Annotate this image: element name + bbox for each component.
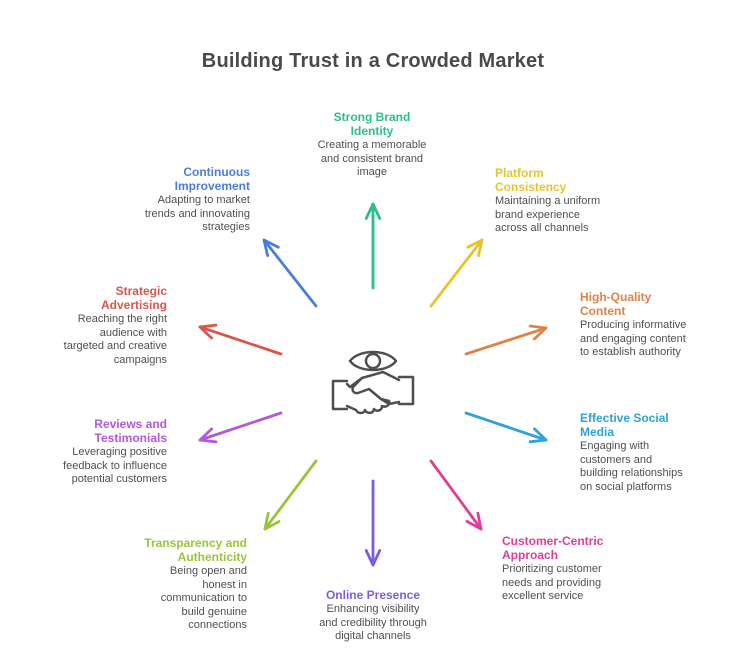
item-heading: High-Quality Content [580, 290, 652, 318]
item-heading: Effective Social Media [580, 411, 669, 439]
arrowhead [198, 427, 218, 444]
item-description: Reaching the right audience with targete… [63, 313, 167, 366]
item-description: Leveraging positive feedback to influenc… [63, 446, 167, 485]
page-title: Building Trust in a Crowded Market [201, 50, 545, 72]
arrowhead [262, 238, 280, 257]
arrow-strategic-advertising [198, 325, 283, 356]
item-strategic-advertising: Strategic Advertising Reaching the right… [17, 284, 167, 367]
arrowhead [465, 511, 483, 531]
item-customer-centric-approach: Customer-Centric Approach Prioritizing c… [502, 534, 652, 604]
arrow-customer-centric-approach [429, 459, 483, 531]
arrowhead [528, 427, 548, 444]
item-description: Maintaining a uniform brand experience a… [495, 195, 601, 234]
item-high-quality-content: High-Quality Content Producing informati… [580, 290, 720, 360]
item-reviews-and-testimonials: Reviews and Testimonials Leveraging posi… [17, 417, 167, 487]
item-description: Being open and honest in communication t… [160, 565, 247, 631]
item-heading: Strategic Advertising [100, 284, 167, 312]
arrowhead [198, 323, 218, 340]
item-description: Prioritizing customer needs and providin… [502, 563, 602, 602]
item-heading: Strong Brand Identity [333, 110, 411, 138]
item-heading: Transparency and Authenticity [144, 536, 247, 564]
item-effective-social-media: Effective Social Media Engaging with cus… [580, 411, 730, 494]
arrowhead [466, 238, 484, 257]
item-description: Producing informative and engaging conte… [580, 319, 687, 358]
arrowhead [364, 549, 382, 567]
arrowhead [364, 202, 382, 220]
handshake-icon [331, 370, 415, 415]
item-description: Creating a memorable and consistent bran… [317, 139, 427, 178]
arrowhead [528, 324, 548, 341]
arrow-transparency-and-authenticity [263, 459, 318, 531]
item-continuous-improvement: Continuous Improvement Adapting to marke… [100, 165, 250, 235]
item-heading: Reviews and Testimonials [94, 417, 167, 445]
item-heading: Online Presence [325, 588, 421, 602]
item-heading: Continuous Improvement [174, 165, 250, 193]
item-platform-consistency: Platform Consistency Maintaining a unifo… [495, 166, 635, 236]
arrow-effective-social-media [464, 411, 548, 442]
eye-icon [348, 350, 398, 372]
item-description: Adapting to market trends and innovating… [144, 194, 250, 233]
arrow-platform-consistency [429, 238, 484, 308]
item-heading: Platform Consistency [495, 166, 567, 194]
item-online-presence: Online Presence Enhancing visibility and… [293, 588, 453, 644]
arrow-continuous-improvement [262, 238, 318, 308]
item-strong-brand-identity: Strong Brand Identity Creating a memorab… [297, 110, 447, 180]
item-heading: Customer-Centric Approach [502, 534, 604, 562]
item-transparency-and-authenticity: Transparency and Authenticity Being open… [97, 536, 247, 633]
arrow-high-quality-content [464, 326, 548, 356]
arrow-reviews-and-testimonials [198, 411, 283, 442]
item-description: Enhancing visibility and credibility thr… [319, 603, 427, 642]
trust-icon [331, 350, 415, 415]
item-description: Engaging with customers and building rel… [580, 440, 683, 493]
arrowhead [263, 511, 281, 531]
